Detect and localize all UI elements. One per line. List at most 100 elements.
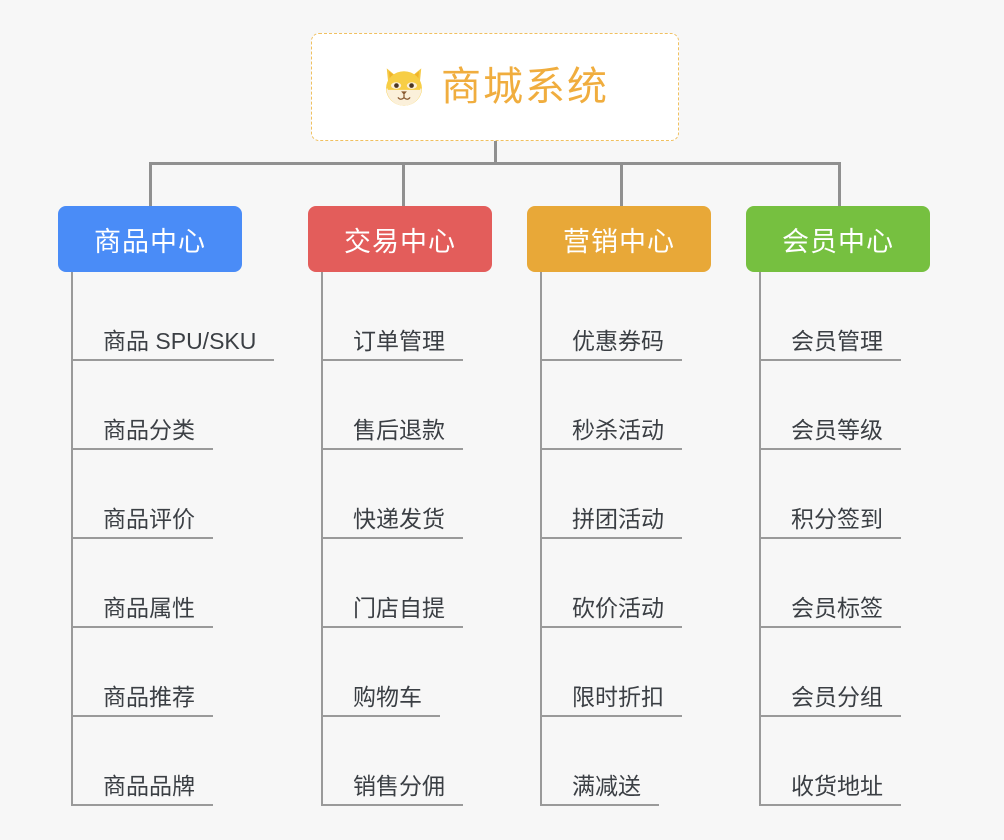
- leaf-underline: 积分签到: [759, 506, 901, 539]
- leaf-label: 购物车: [353, 683, 422, 710]
- list-item[interactable]: 满减送: [527, 717, 747, 806]
- list-item[interactable]: 秒杀活动: [527, 361, 747, 450]
- list-item[interactable]: 售后退款: [308, 361, 528, 450]
- leaf-underline: 商品评价: [71, 506, 213, 539]
- leaf-underline: 限时折扣: [540, 684, 682, 717]
- list-item[interactable]: 拼团活动: [527, 450, 747, 539]
- connector-drop-marketing-center: [620, 162, 623, 206]
- leaf-label: 会员管理: [791, 327, 883, 354]
- leaf-label: 商品分类: [103, 416, 195, 443]
- leaf-label: 会员分组: [791, 683, 883, 710]
- leaf-label: 秒杀活动: [572, 416, 664, 443]
- leaf-label: 门店自提: [353, 594, 445, 621]
- root-node-mall-system[interactable]: 商城系统: [311, 33, 679, 141]
- list-item[interactable]: 销售分佣: [308, 717, 528, 806]
- leaf-label: 限时折扣: [572, 683, 664, 710]
- list-item[interactable]: 会员分组: [746, 628, 966, 717]
- list-item[interactable]: 商品评价: [58, 450, 278, 539]
- connector-drop-product-center: [149, 162, 152, 206]
- category-header-marketing-center[interactable]: 营销中心: [527, 206, 711, 272]
- leaf-underline: 售后退款: [321, 417, 463, 450]
- leaf-label: 销售分佣: [353, 772, 445, 799]
- category-header-label: 交易中心: [344, 226, 456, 257]
- connector-drop-trade-center: [402, 162, 405, 206]
- leaf-underline: 会员标签: [759, 595, 901, 628]
- leaf-underline: 销售分佣: [321, 773, 463, 806]
- leaf-label: 订单管理: [353, 327, 445, 354]
- list-item[interactable]: 限时折扣: [527, 628, 747, 717]
- leaf-label: 商品 SPU/SKU: [103, 327, 257, 354]
- leaf-trunk-line: [321, 272, 323, 806]
- column-trade-center: 交易中心 订单管理 售后退款 快递发货 门店自提 购物车 销售分佣: [308, 206, 528, 806]
- leaf-trunk-line: [71, 272, 73, 806]
- leaf-underline: 商品分类: [71, 417, 213, 450]
- list-item[interactable]: 优惠券码: [527, 272, 747, 361]
- list-item[interactable]: 订单管理: [308, 272, 528, 361]
- leaf-label: 商品品牌: [103, 772, 195, 799]
- leaf-underline: 商品属性: [71, 595, 213, 628]
- leaf-underline: 购物车: [321, 684, 440, 717]
- leaf-underline: 快递发货: [321, 506, 463, 539]
- leaf-label: 拼团活动: [572, 505, 664, 532]
- leaf-underline: 商品品牌: [71, 773, 213, 806]
- list-item[interactable]: 商品品牌: [58, 717, 278, 806]
- column-member-center: 会员中心 会员管理 会员等级 积分签到 会员标签 会员分组 收货地址: [746, 206, 966, 806]
- column-marketing-center: 营销中心 优惠券码 秒杀活动 拼团活动 砍价活动 限时折扣 满减送: [527, 206, 747, 806]
- leaf-list-trade-center: 订单管理 售后退款 快递发货 门店自提 购物车 销售分佣: [308, 272, 528, 806]
- list-item[interactable]: 积分签到: [746, 450, 966, 539]
- leaf-trunk-line: [759, 272, 761, 806]
- leaf-list-product-center: 商品 SPU/SKU 商品分类 商品评价 商品属性 商品推荐 商品品牌: [58, 272, 278, 806]
- column-product-center: 商品中心 商品 SPU/SKU 商品分类 商品评价 商品属性 商品推荐 商品品牌: [58, 206, 278, 806]
- leaf-underline: 会员等级: [759, 417, 901, 450]
- leaf-underline: 商品 SPU/SKU: [71, 327, 275, 361]
- connector-drop-member-center: [838, 162, 841, 206]
- category-header-label: 会员中心: [782, 226, 894, 257]
- leaf-label: 快递发货: [353, 505, 445, 532]
- list-item[interactable]: 商品分类: [58, 361, 278, 450]
- leaf-label: 砍价活动: [572, 594, 664, 621]
- list-item[interactable]: 砍价活动: [527, 539, 747, 628]
- list-item[interactable]: 会员等级: [746, 361, 966, 450]
- list-item[interactable]: 会员标签: [746, 539, 966, 628]
- list-item[interactable]: 商品属性: [58, 539, 278, 628]
- leaf-label: 收货地址: [791, 772, 883, 799]
- leaf-underline: 优惠券码: [540, 328, 682, 361]
- shiba-dog-face-icon: [386, 68, 422, 106]
- leaf-underline: 商品推荐: [71, 684, 213, 717]
- list-item[interactable]: 购物车: [308, 628, 528, 717]
- leaf-underline: 收货地址: [759, 773, 901, 806]
- leaf-label: 商品评价: [103, 505, 195, 532]
- leaf-underline: 拼团活动: [540, 506, 682, 539]
- category-header-label: 营销中心: [563, 226, 675, 257]
- category-header-member-center[interactable]: 会员中心: [746, 206, 930, 272]
- leaf-label: 商品属性: [103, 594, 195, 621]
- leaf-label: 积分签到: [791, 505, 883, 532]
- leaf-list-marketing-center: 优惠券码 秒杀活动 拼团活动 砍价活动 限时折扣 满减送: [527, 272, 747, 806]
- list-item[interactable]: 商品 SPU/SKU: [58, 272, 278, 361]
- list-item[interactable]: 门店自提: [308, 539, 528, 628]
- connector-bus-bar: [149, 162, 839, 165]
- leaf-label: 满减送: [572, 772, 641, 799]
- leaf-label: 优惠券码: [572, 327, 664, 354]
- leaf-underline: 满减送: [540, 773, 659, 806]
- root-title: 商城系统: [441, 65, 609, 109]
- leaf-trunk-line: [540, 272, 542, 806]
- leaf-underline: 门店自提: [321, 595, 463, 628]
- leaf-label: 售后退款: [353, 416, 445, 443]
- leaf-underline: 订单管理: [321, 328, 463, 361]
- leaf-underline: 会员分组: [759, 684, 901, 717]
- list-item[interactable]: 收货地址: [746, 717, 966, 806]
- leaf-underline: 砍价活动: [540, 595, 682, 628]
- leaf-label: 商品推荐: [103, 683, 195, 710]
- category-header-trade-center[interactable]: 交易中心: [308, 206, 492, 272]
- list-item[interactable]: 快递发货: [308, 450, 528, 539]
- leaf-label: 会员标签: [791, 594, 883, 621]
- list-item[interactable]: 会员管理: [746, 272, 966, 361]
- category-header-label: 商品中心: [94, 226, 206, 257]
- list-item[interactable]: 商品推荐: [58, 628, 278, 717]
- leaf-list-member-center: 会员管理 会员等级 积分签到 会员标签 会员分组 收货地址: [746, 272, 966, 806]
- leaf-underline: 会员管理: [759, 328, 901, 361]
- category-header-product-center[interactable]: 商品中心: [58, 206, 242, 272]
- leaf-underline: 秒杀活动: [540, 417, 682, 450]
